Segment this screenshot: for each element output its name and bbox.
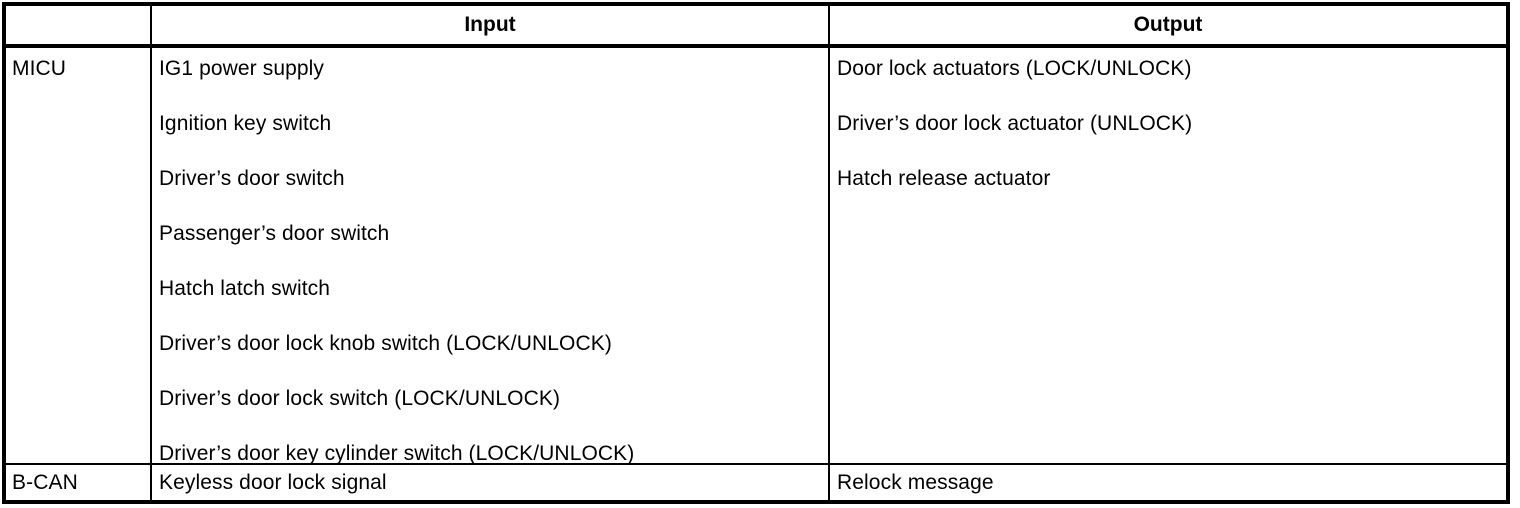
list-item: Door lock actuators (LOCK/UNLOCK) <box>837 57 1192 80</box>
table-header-row: Input Output <box>6 6 1506 48</box>
table-body: MICU IG1 power supply Ignition key switc… <box>6 6 1506 500</box>
list-item: Driver’s door key cylinder switch (LOCK/… <box>159 442 635 465</box>
list-item: Driver’s door lock actuator (UNLOCK) <box>837 112 1193 135</box>
list-item: Ignition key switch <box>159 112 332 135</box>
table-cell-input-bcan: Keyless door lock signal <box>152 465 828 500</box>
column-header-source <box>6 6 150 44</box>
table-cell-output-micu: Door lock actuators (LOCK/UNLOCK) Driver… <box>830 48 1506 463</box>
list-item: Keyless door lock signal <box>159 471 387 494</box>
list-item: Hatch latch switch <box>159 277 331 300</box>
list-item: Relock message <box>837 471 994 494</box>
list-item: Hatch release actuator <box>837 167 1051 190</box>
row-label-micu: MICU <box>12 57 67 80</box>
table-row: B-CAN <box>6 465 150 500</box>
column-header-input: Input <box>464 13 516 36</box>
list-item: IG1 power supply <box>159 57 325 80</box>
row-label-bcan: B-CAN <box>12 471 78 494</box>
list-item: Driver’s door lock knob switch (LOCK/UNL… <box>159 332 612 355</box>
table-cell-output-bcan: Relock message <box>830 465 1506 500</box>
column-divider-source-input <box>150 6 152 500</box>
column-header-output: Output <box>1133 13 1203 36</box>
list-item: Driver’s door switch <box>159 167 345 190</box>
table-row: MICU <box>6 48 150 463</box>
list-item: Passenger’s door switch <box>159 222 390 245</box>
table-cell-input-micu: IG1 power supply Ignition key switch Dri… <box>152 48 828 465</box>
list-item: Driver’s door lock switch (LOCK/UNLOCK) <box>159 387 561 410</box>
row-divider-micu-bcan <box>6 463 1506 465</box>
column-divider-input-output <box>828 6 830 500</box>
